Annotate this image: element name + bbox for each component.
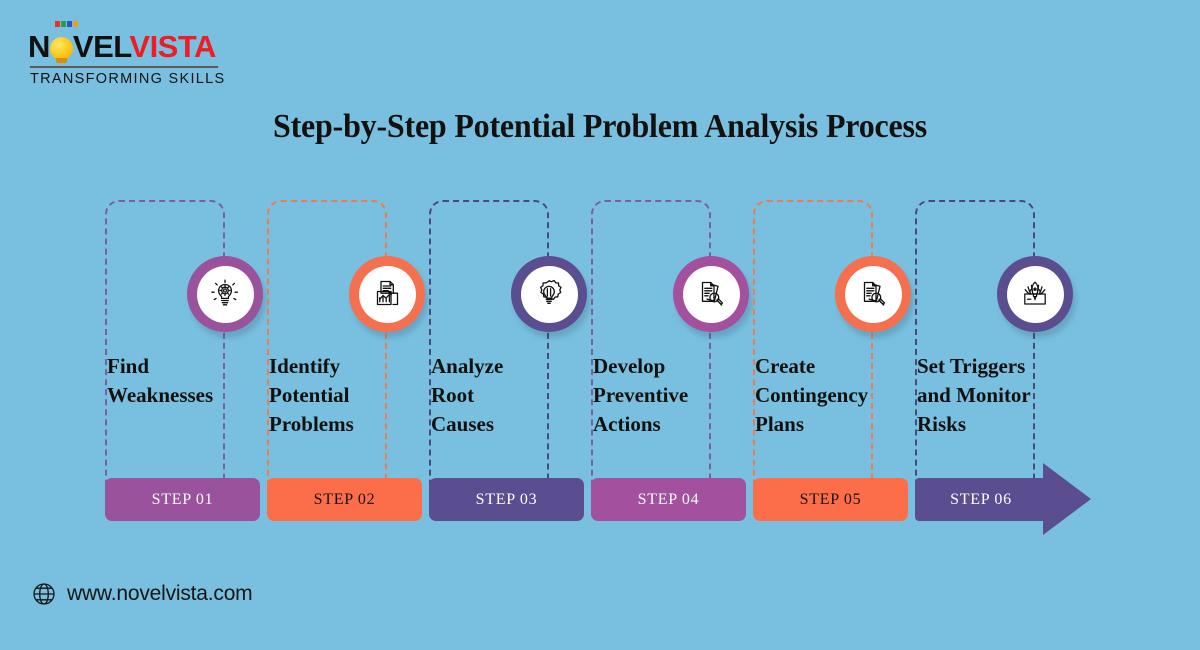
document-magnifier-icon [682,265,740,323]
step-3-icon-badge[interactable] [511,256,590,338]
step-4-icon-badge[interactable] [673,256,752,338]
globe-icon [32,582,56,606]
step-6-label-line3: Risks [917,412,967,436]
step-6-dashed-frame [915,200,1035,506]
gear-lightbulb-icon [520,265,578,323]
step-2-icon-badge[interactable] [349,256,428,338]
process-step-1[interactable]: Find Weaknesses STEP 01 [105,200,267,530]
step-4-dashed-frame [591,200,711,506]
step-3-dashed-frame [429,200,549,506]
step-4-label-line1: Develop [593,354,666,378]
step-3-badge-ring [511,256,587,332]
step-6-arrow-head [1043,463,1091,535]
logo-pixel-squares-icon [55,21,78,27]
logo-bulb-icon [49,37,73,63]
step-6-label-line1: Set Triggers [917,354,1026,378]
page-title: Step-by-Step Potential Problem Analysis … [272,108,928,145]
lightbulb-gear-icon [196,265,254,323]
rocket-launch-icon [1006,265,1064,323]
step-3-label-line2: Root [431,383,475,407]
footer[interactable]: www.novelvista.com [32,582,253,606]
step-6-badge-ring [997,256,1073,332]
step-1-label-line2: Weaknesses [107,383,214,407]
brand-logo[interactable]: N VELVISTA TRANSFORMING SKILLS [28,21,226,88]
step-2-label-line1: Identify [269,354,341,378]
step-5-label: Create Contingency Plans [755,352,905,439]
step-2-badge[interactable]: STEP 02 [267,478,422,521]
logo-text-vista: VISTA [129,29,216,64]
step-4-label-line3: Actions [593,412,661,436]
footer-website-url[interactable]: www.novelvista.com [67,582,253,605]
step-3-badge[interactable]: STEP 03 [429,478,584,521]
step-5-dashed-frame [753,200,873,506]
step-5-badge[interactable]: STEP 05 [753,478,908,521]
document-magnifier-icon [844,265,902,323]
step-6-badge[interactable]: STEP 06 [915,478,1047,521]
logo-text-n: N [28,29,50,64]
step-3-label: Analyze Root Causes [431,352,581,439]
step-2-label-line3: Problems [269,412,354,436]
step-2-label: Identify Potential Problems [269,352,419,439]
step-6-label: Set Triggers and Monitor Risks [917,352,1067,439]
process-steps-container: Find Weaknesses STEP 01 [105,200,1095,535]
process-step-5[interactable]: Create Contingency Plans STEP 05 [753,200,915,530]
step-1-label-line1: Find [107,354,150,378]
step-2-label-line2: Potential [269,383,350,407]
step-5-badge-ring [835,256,911,332]
logo-divider [30,66,218,68]
step-2-badge-ring [349,256,425,332]
logo-text-vel: VEL [72,29,130,64]
logo-wordmark: N VELVISTA [28,21,223,64]
step-6-icon-badge[interactable] [997,256,1076,338]
step-2-dashed-frame [267,200,387,506]
step-4-badge-ring [673,256,749,332]
step-6-label-line2: and Monitor [917,383,1031,407]
process-step-2[interactable]: Identify Potential Problems STEP 02 [267,200,429,530]
process-step-3[interactable]: Analyze Root Causes STEP 03 [429,200,591,530]
step-1-icon-badge[interactable] [187,256,266,338]
step-5-label-line1: Create [755,354,816,378]
logo-tagline: TRANSFORMING SKILLS [30,71,226,87]
step-4-label-line2: Preventive [593,383,689,407]
step-1-badge[interactable]: STEP 01 [105,478,260,521]
step-3-label-line1: Analyze [431,354,504,378]
process-step-6[interactable]: Set Triggers and Monitor Risks STEP 06 [915,200,1091,535]
step-4-badge[interactable]: STEP 04 [591,478,746,521]
step-5-icon-badge[interactable] [835,256,914,338]
report-bar-chart-icon [358,265,416,323]
step-4-label: Develop Preventive Actions [593,352,743,439]
step-1-dashed-frame [105,200,225,506]
step-5-label-line2: Contingency [755,383,869,407]
process-step-4[interactable]: Develop Preventive Actions STEP 04 [591,200,753,530]
step-1-badge-ring [187,256,263,332]
step-5-label-line3: Plans [755,412,805,436]
step-3-label-line3: Causes [431,412,495,436]
step-1-label: Find Weaknesses [107,352,257,410]
